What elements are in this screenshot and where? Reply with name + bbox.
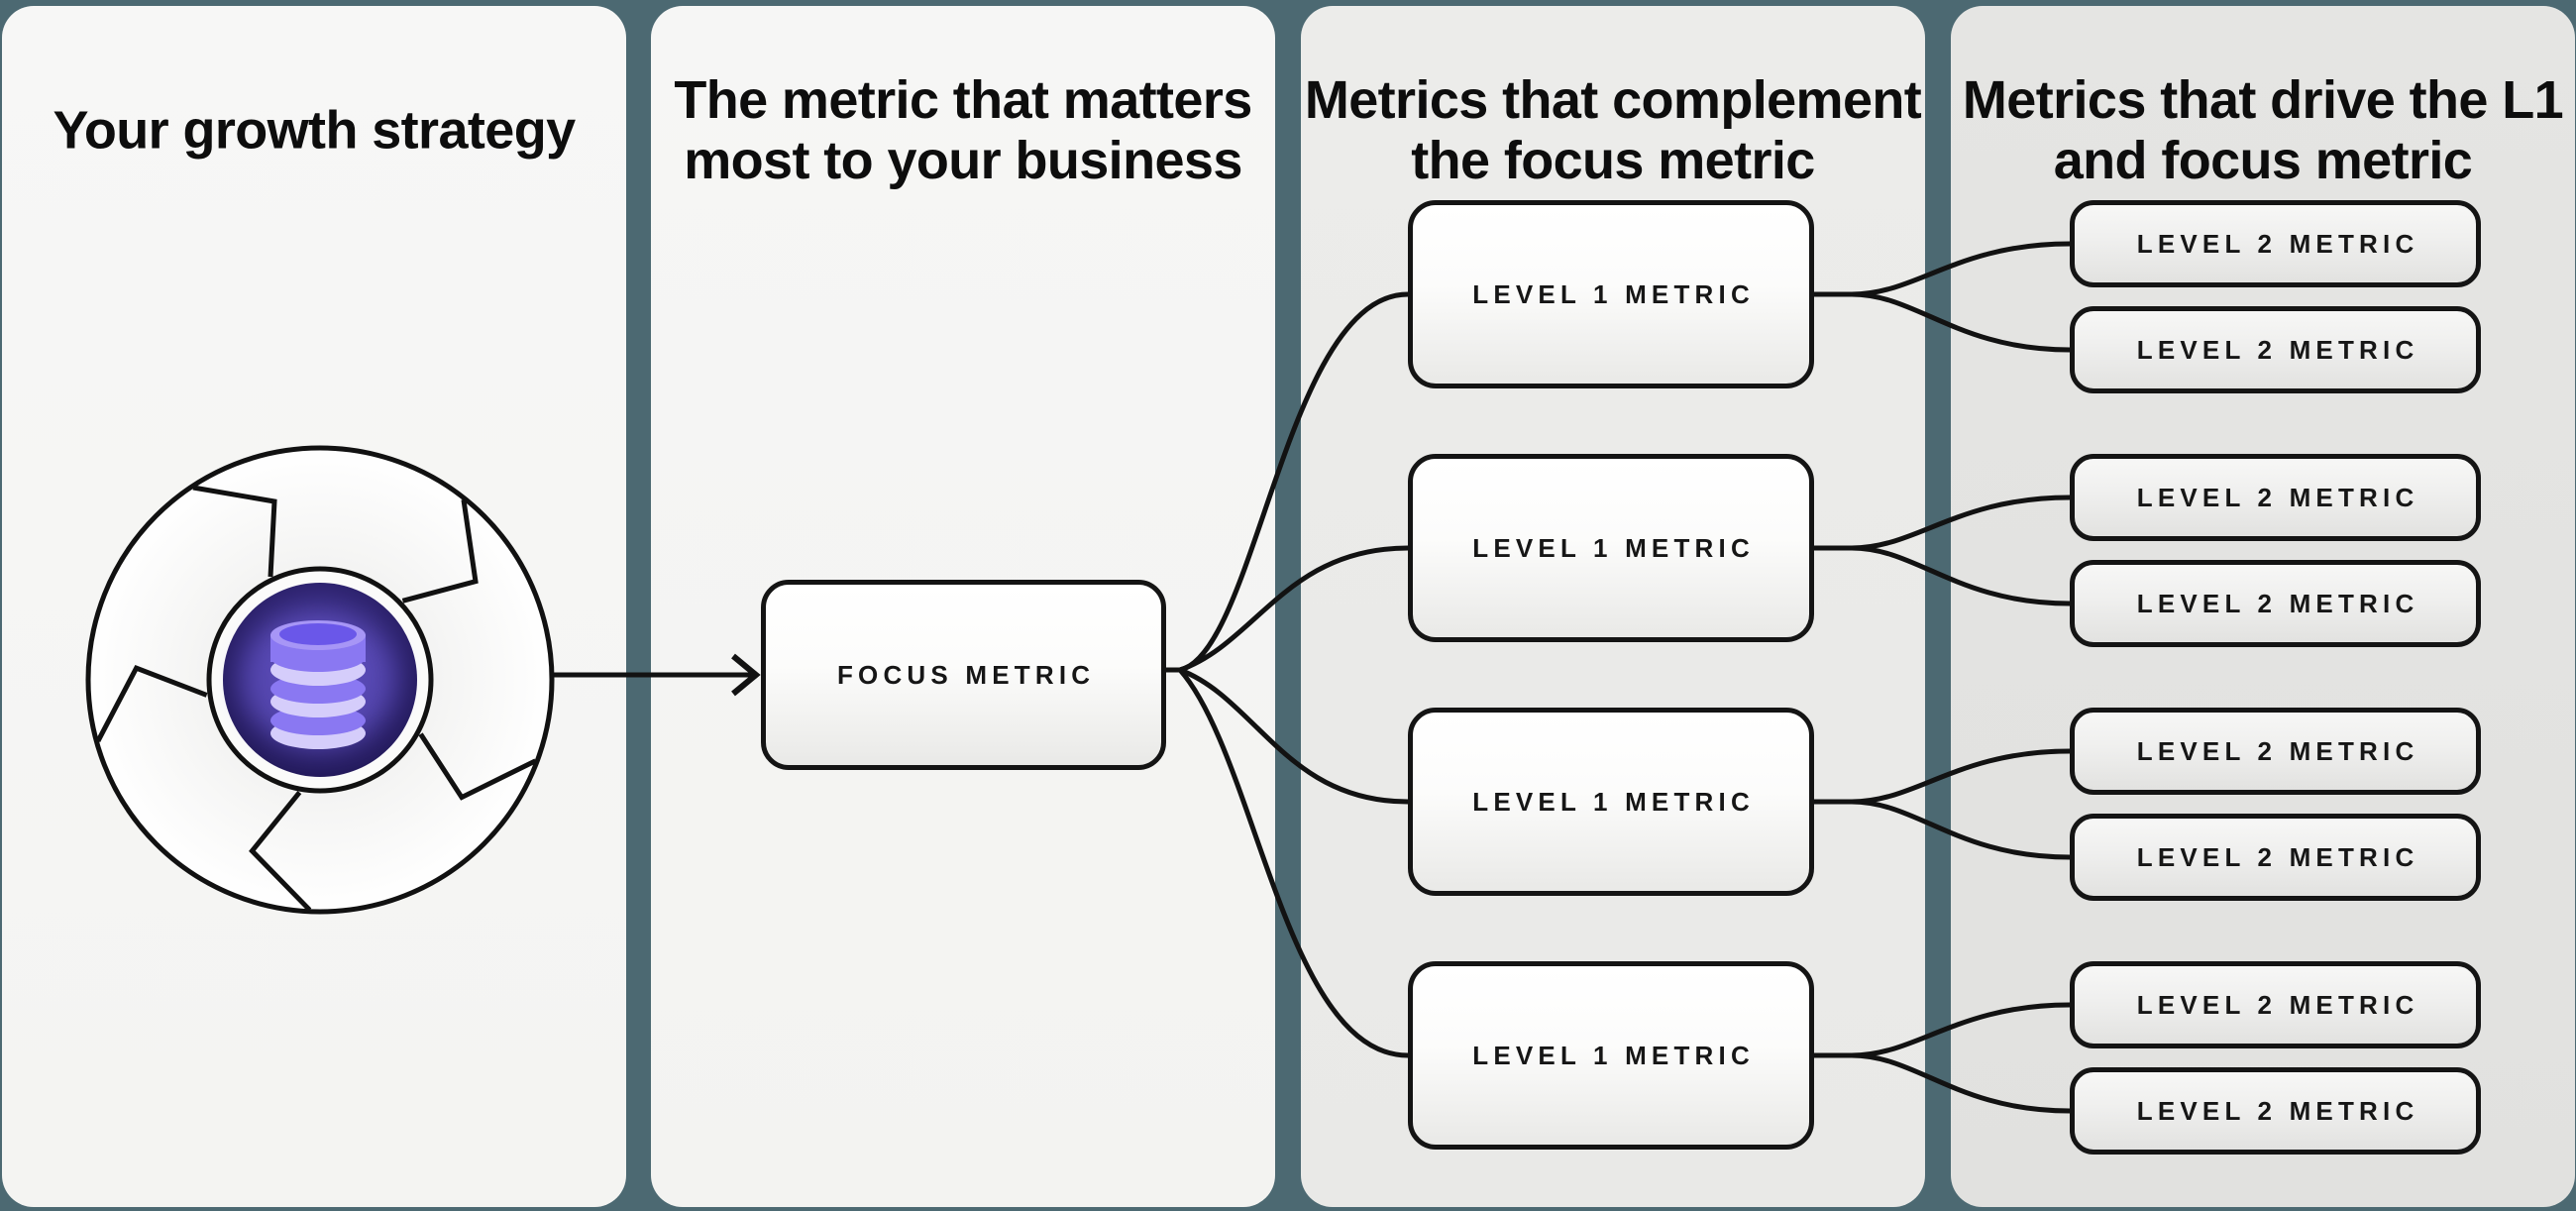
- title-line: Metrics that complement: [1304, 70, 1922, 130]
- level2-metric-box-8: LEVEL 2 METRIC: [2070, 1067, 2481, 1155]
- level1-metric-label: LEVEL 1 METRIC: [1472, 1040, 1755, 1070]
- level1-metric-label: LEVEL 1 METRIC: [1472, 532, 1755, 563]
- panel-focus-metric-title: The metric that matters most to your bus…: [651, 70, 1275, 191]
- focus-metric-box: FOCUS METRIC: [761, 580, 1166, 770]
- level2-metric-box-5: LEVEL 2 METRIC: [2070, 708, 2481, 795]
- connector-curve: [1814, 241, 2071, 297]
- flywheel-blade: [95, 664, 208, 742]
- connector-curve: [1814, 495, 2071, 551]
- title-line: the focus metric: [1411, 131, 1815, 190]
- level2-metric-label: LEVEL 2 METRIC: [2136, 334, 2419, 365]
- level2-metric-label: LEVEL 2 METRIC: [2136, 735, 2419, 766]
- database-icon: [270, 620, 366, 749]
- flywheel-blade: [249, 790, 312, 912]
- level2-metric-box-4: LEVEL 2 METRIC: [2070, 560, 2481, 647]
- level1-metric-box-1: LEVEL 1 METRIC: [1408, 200, 1814, 388]
- flywheel-blade: [192, 485, 277, 578]
- title-line: and focus metric: [2053, 131, 2473, 190]
- focus-metric-label: FOCUS METRIC: [836, 659, 1096, 690]
- panel-level2-metrics-title: Metrics that drive the L1 and focus metr…: [1951, 70, 2575, 191]
- level1-metric-label: LEVEL 1 METRIC: [1472, 278, 1755, 309]
- arrow-right-icon: [731, 653, 761, 697]
- level2-metric-label: LEVEL 2 METRIC: [2136, 482, 2419, 512]
- connector-curve: [1851, 291, 2071, 353]
- connector-curve: [1166, 667, 1409, 805]
- level2-metric-box-6: LEVEL 2 METRIC: [2070, 814, 2481, 901]
- title-line: Metrics that drive the L1: [1962, 70, 2564, 130]
- panel-growth-strategy-title: Your growth strategy: [2, 101, 626, 162]
- level2-metric-label: LEVEL 2 METRIC: [2136, 228, 2419, 259]
- level2-metric-box-7: LEVEL 2 METRIC: [2070, 961, 2481, 1048]
- panel-focus-metric: The metric that matters most to your bus…: [651, 6, 1275, 1207]
- level1-metric-box-2: LEVEL 1 METRIC: [1408, 454, 1814, 642]
- level2-metric-label: LEVEL 2 METRIC: [2136, 1095, 2419, 1126]
- connector-curve: [1814, 748, 2071, 805]
- level2-metric-box-2: LEVEL 2 METRIC: [2070, 306, 2481, 393]
- flywheel-icon: [85, 445, 555, 915]
- connector-curve: [1851, 1052, 2071, 1114]
- level2-metric-label: LEVEL 2 METRIC: [2136, 989, 2419, 1020]
- flywheel-blade: [418, 732, 537, 801]
- connector-curve: [1851, 545, 2071, 606]
- connector-curve: [1851, 799, 2071, 860]
- level2-metric-label: LEVEL 2 METRIC: [2136, 588, 2419, 618]
- connector-curve: [1166, 667, 1409, 1058]
- title-line: The metric that matters: [674, 70, 1252, 130]
- level2-metric-box-3: LEVEL 2 METRIC: [2070, 454, 2481, 541]
- level1-metric-box-3: LEVEL 1 METRIC: [1408, 708, 1814, 896]
- level2-metric-label: LEVEL 2 METRIC: [2136, 841, 2419, 872]
- title-line: most to your business: [684, 131, 1242, 190]
- panel-level1-metrics-title: Metrics that complement the focus metric: [1301, 70, 1925, 191]
- connector-curve: [1166, 545, 1409, 673]
- level1-metric-box-4: LEVEL 1 METRIC: [1408, 961, 1814, 1150]
- flywheel-blade: [401, 498, 479, 604]
- title-line: Your growth strategy: [53, 100, 576, 161]
- connector-curve: [1166, 291, 1409, 673]
- level2-metric-box-1: LEVEL 2 METRIC: [2070, 200, 2481, 287]
- connector-curve: [1814, 1002, 2071, 1058]
- level1-metric-label: LEVEL 1 METRIC: [1472, 786, 1755, 817]
